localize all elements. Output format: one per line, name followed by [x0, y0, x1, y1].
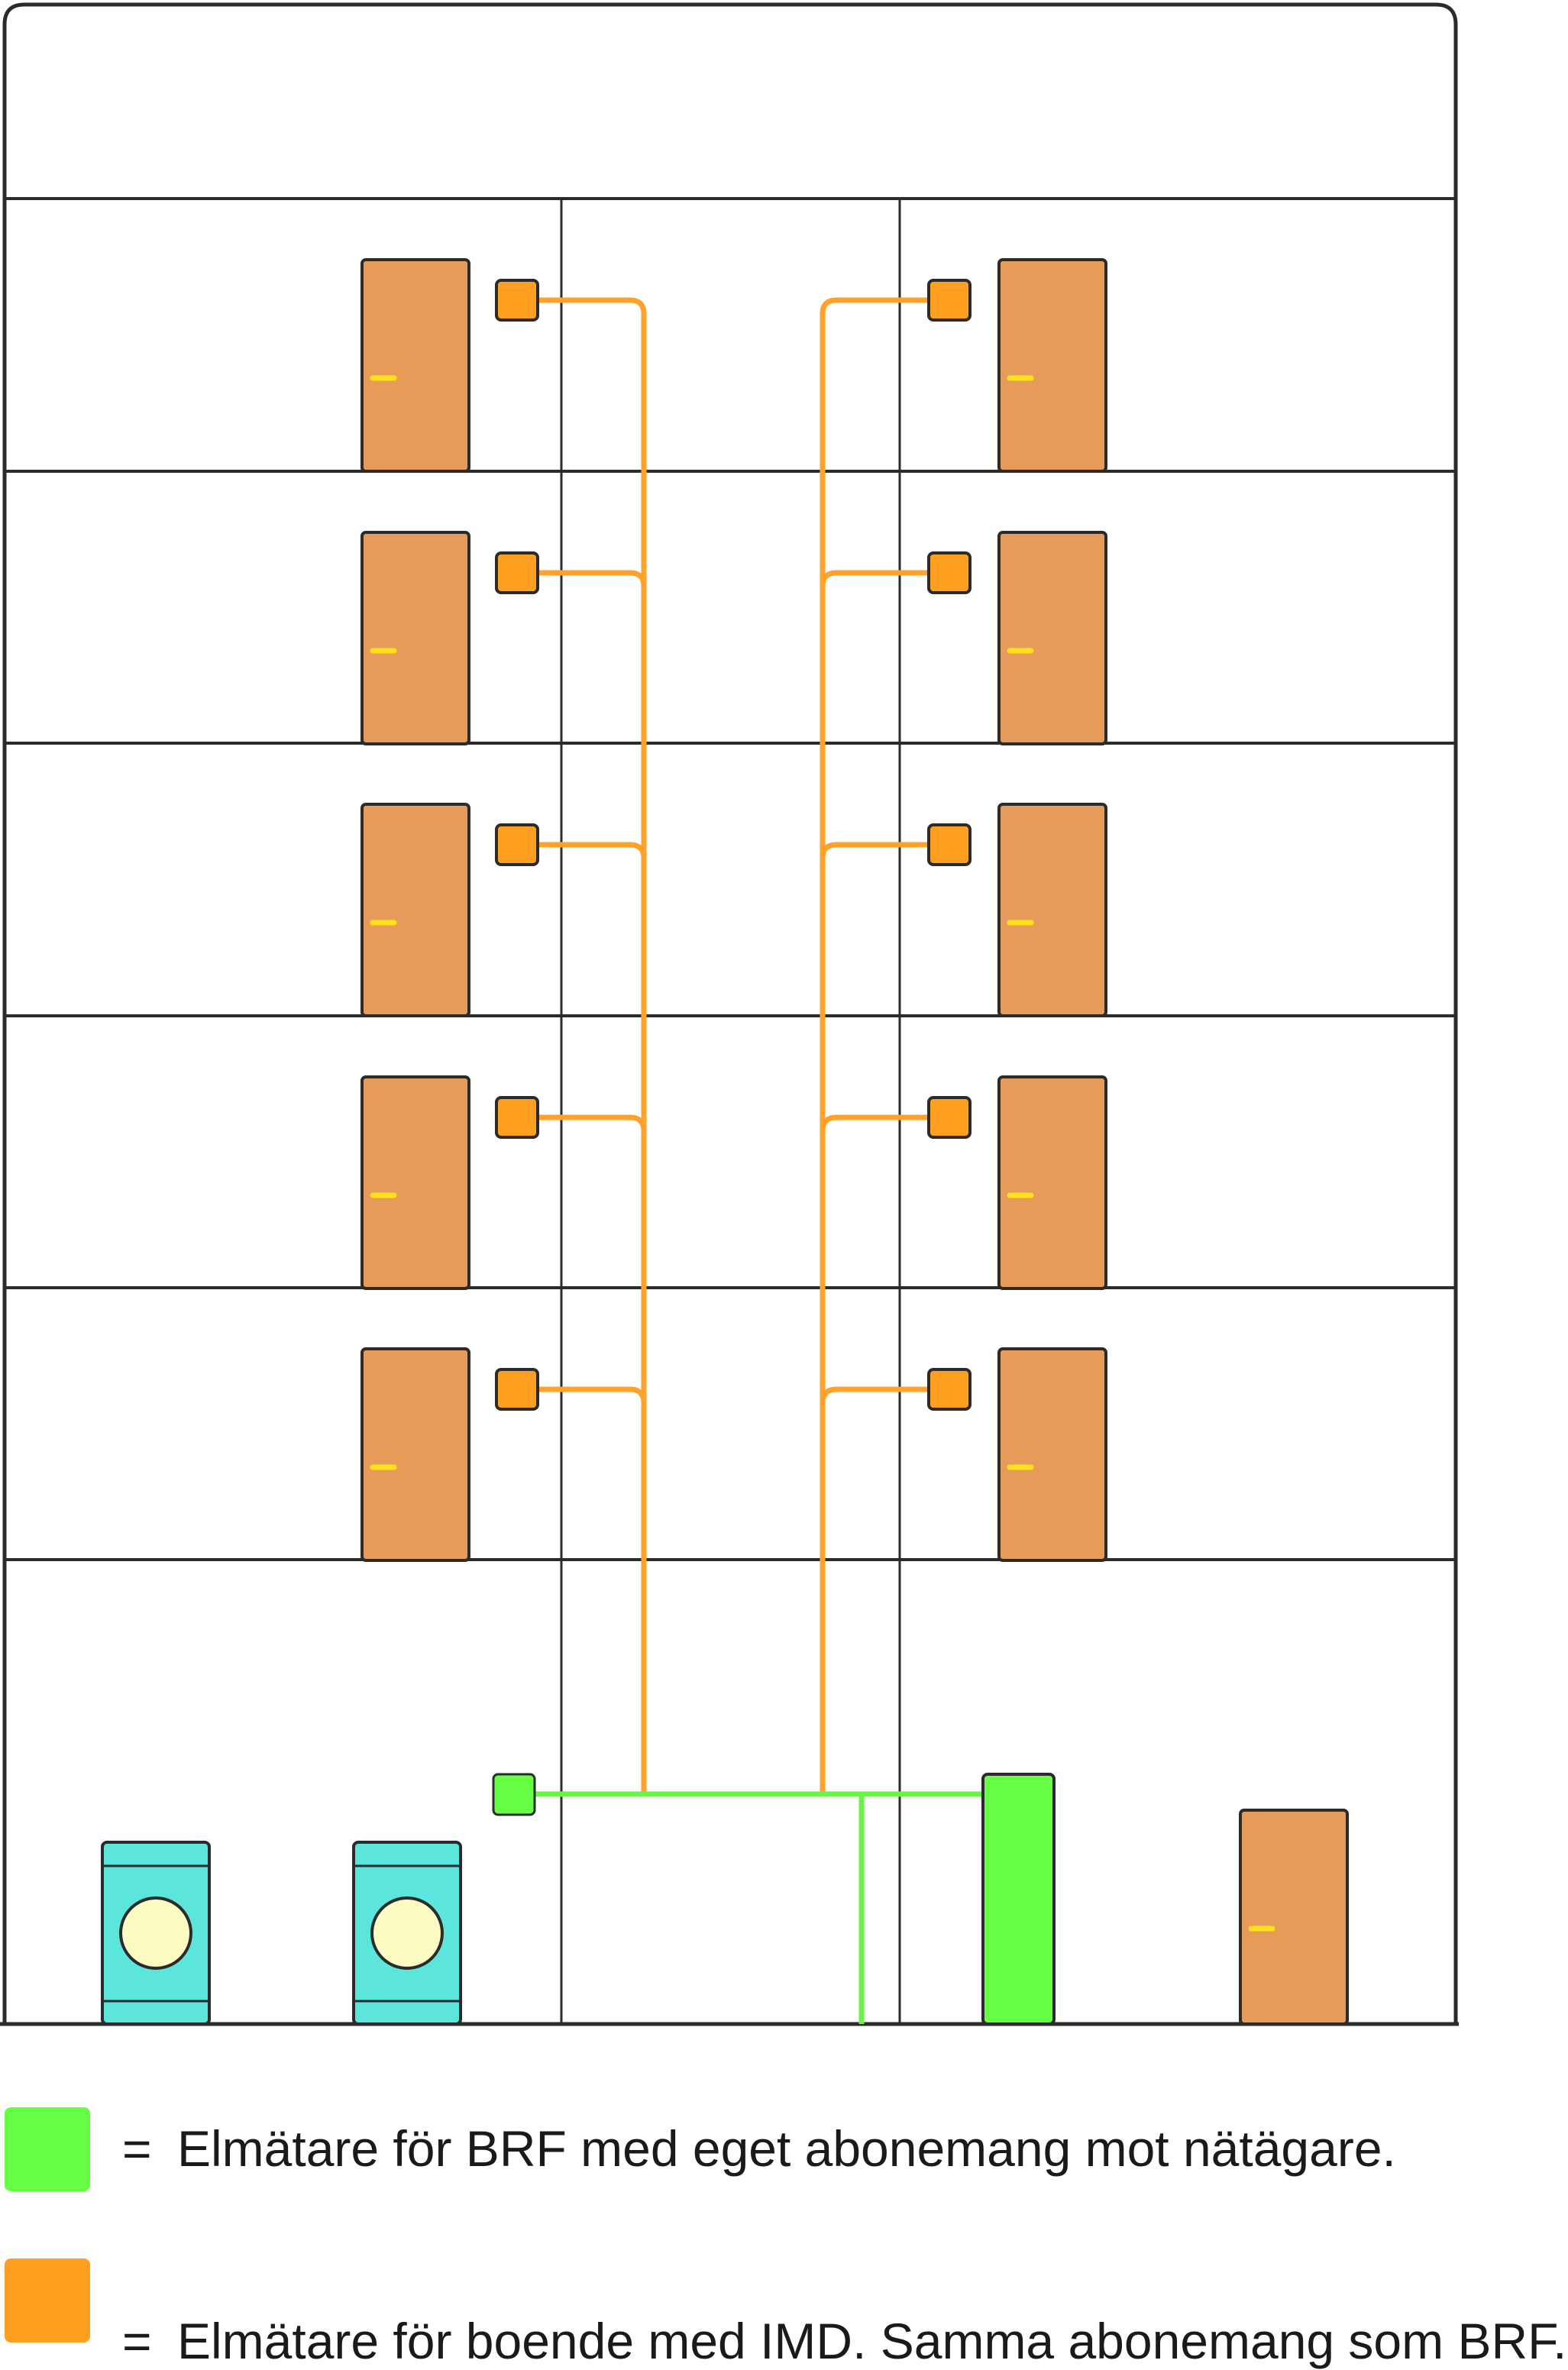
imd-branch-left — [535, 1114, 647, 1132]
imd-branch-right — [820, 297, 928, 315]
washer-drum — [119, 1896, 192, 1970]
apartment-door-left — [360, 531, 470, 745]
legend-equals-brf: = — [122, 2120, 152, 2177]
building-outline — [0, 2, 1459, 2026]
wiring — [535, 297, 983, 2024]
imd-branch-right — [820, 1114, 928, 1132]
orange-square-icon — [5, 2258, 90, 2343]
brf-meter-small — [492, 1773, 536, 1816]
apartment-door-right — [997, 803, 1107, 1017]
imd-meter-left — [495, 551, 539, 594]
legend-text-brf: Elmätare för BRF med eget abonemang mot … — [177, 2120, 1396, 2177]
ground-floor-door — [1239, 1809, 1349, 2026]
imd-branch-right — [820, 842, 928, 859]
building-frame — [2, 2, 1458, 2024]
brf-meter-cabinet — [981, 1773, 1056, 2026]
apartment-door-left — [360, 258, 470, 473]
apartment-door-right — [997, 531, 1107, 745]
legend-equals-imd: = — [122, 2313, 152, 2369]
imd-meter-right — [927, 1096, 972, 1139]
imd-meter-right — [927, 279, 972, 322]
imd-meter-right — [927, 551, 972, 594]
apartment-door-right — [997, 1347, 1107, 1562]
imd-meter-right — [927, 1368, 972, 1411]
green-square-icon — [5, 2107, 90, 2191]
imd-meter-left — [495, 823, 539, 866]
imd-meter-left — [495, 1096, 539, 1139]
imd-meter-left — [495, 279, 539, 322]
imd-branch-left — [535, 842, 647, 859]
legend-icons — [5, 2107, 90, 2343]
imd-branch-right — [820, 570, 928, 587]
imd-meter-left — [495, 1368, 539, 1411]
apartment-door-right — [997, 1075, 1107, 1290]
apartment-door-left — [360, 803, 470, 1017]
imd-branch-left — [535, 570, 647, 587]
apartment-door-left — [360, 1075, 470, 1290]
imd-branch-left — [535, 297, 647, 315]
apartment-door-left — [360, 1347, 470, 1562]
imd-branch-left — [535, 1386, 647, 1404]
washer-drum — [370, 1896, 444, 1970]
apartment-door-right — [997, 258, 1107, 473]
legend-text-imd: Elmätare för boende med IMD. Samma abone… — [177, 2313, 1567, 2369]
imd-meter-right — [927, 823, 972, 866]
imd-branch-right — [820, 1386, 928, 1404]
building-objects — [101, 258, 1349, 2026]
